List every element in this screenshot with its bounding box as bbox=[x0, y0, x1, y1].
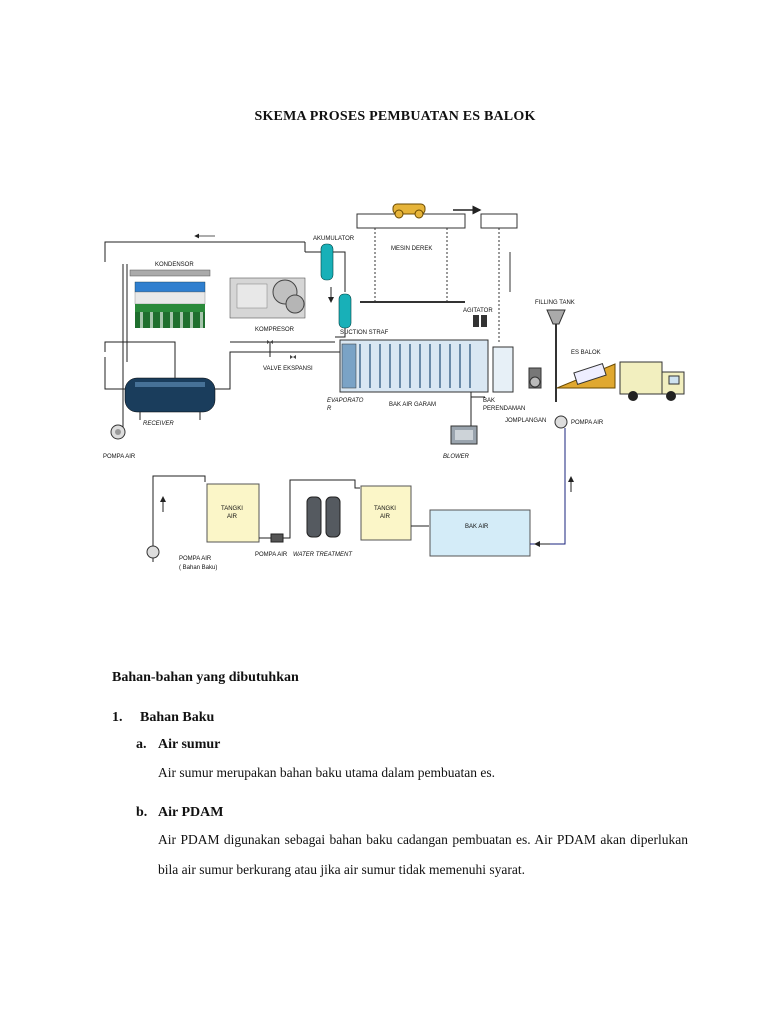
label-tangki-air-1b: AIR bbox=[227, 514, 238, 520]
label-pompa-air-mid: POMPA AIR bbox=[255, 552, 288, 558]
kondensor-unit: KONDENSOR bbox=[129, 262, 211, 328]
sub-item-1a: a. Air sumur bbox=[136, 737, 220, 753]
paragraph-air-sumur: Air sumur merupakan bahan baku utama dal… bbox=[158, 765, 496, 780]
label-filling-tank: FILLING TANK bbox=[535, 300, 575, 306]
sub-label-air-pdam: Air PDAM bbox=[158, 805, 224, 820]
tangki-air-2: TANGKI AIR bbox=[360, 485, 412, 541]
list-number-1: 1. bbox=[112, 710, 123, 725]
page-title: SKEMA PROSES PEMBUATAN ES BALOK bbox=[254, 109, 536, 124]
bak-air: BAK AIR bbox=[429, 509, 531, 557]
label-blower: BLOWER bbox=[443, 454, 470, 460]
label-pompa-air-left: POMPA AIR bbox=[103, 454, 136, 460]
list-label-bahan-baku: Bahan Baku bbox=[140, 710, 215, 725]
water-treatment-unit: WATER TREATMENT bbox=[293, 496, 353, 558]
sub-item-1b: b. Air PDAM bbox=[136, 805, 223, 821]
pompa-air-right: POMPA AIR bbox=[554, 415, 604, 429]
akumulator-tank: AKUMULATOR bbox=[313, 236, 355, 281]
label-jomplangan: JOMPLANGAN bbox=[505, 418, 546, 424]
label-bak-perendaman-1: BAK bbox=[483, 398, 495, 404]
receiver-tank: RECEIVER bbox=[124, 377, 216, 427]
paragraph-air-pdam: Air PDAM digunakan sebagai bahan baku ca… bbox=[158, 832, 688, 877]
label-water-treatment: WATER TREATMENT bbox=[293, 552, 353, 558]
label-bak-air-garam: BAK AIR GARAM bbox=[389, 402, 436, 408]
label-bak-perendaman-2: PERENDAMAN bbox=[483, 406, 525, 412]
label-tangki-air-1a: TANGKI bbox=[221, 506, 243, 512]
label-agitator: AGITATOR bbox=[463, 308, 493, 314]
pompa-air-bahan-baku: POMPA AIR ( Bahan Baku) bbox=[146, 545, 217, 571]
label-bak-air: BAK AIR bbox=[465, 524, 489, 530]
filling-tank: FILLING TANK bbox=[535, 300, 575, 402]
process-schematic: KONDENSOR RECEIVER POMPA AIR KOMPR bbox=[103, 203, 685, 571]
pipe-top-loop bbox=[104, 241, 250, 262]
jomplangan: JOMPLANGAN bbox=[505, 367, 546, 424]
process-diagram: KONDENSOR RECEIVER POMPA AIR KOMPR bbox=[95, 192, 695, 582]
pompa-air-left: POMPA AIR bbox=[103, 424, 136, 460]
label-akumulator: AKUMULATOR bbox=[313, 236, 355, 242]
label-kondensor: KONDENSOR bbox=[155, 262, 194, 268]
suction-straf-tank: SUCTION STRAF bbox=[338, 293, 389, 336]
label-bahan-baku-note: ( Bahan Baku) bbox=[179, 565, 217, 571]
mesin-derek: MESIN DEREK bbox=[356, 203, 466, 303]
es-balok-ramp: ES BALOK bbox=[556, 350, 616, 389]
label-tangki-air-2a: TANGKI bbox=[374, 506, 396, 512]
truck bbox=[619, 361, 685, 401]
agitator: AGITATOR bbox=[463, 308, 493, 327]
label-evaporator-1: EVAPORATO bbox=[327, 398, 364, 404]
bak-perendaman: BAK PERENDAMAN bbox=[483, 346, 525, 412]
sub-letter-b: b. bbox=[136, 805, 148, 820]
section-heading: Bahan-bahan yang dibutuhkan bbox=[112, 670, 299, 685]
label-valve-ekspansi: VALVE EKSPANSI bbox=[263, 366, 313, 372]
bak-air-garam: BAK AIR GARAM EVAPORATO R bbox=[327, 339, 489, 412]
label-es-balok: ES BALOK bbox=[571, 350, 601, 356]
label-pompa-air-right: POMPA AIR bbox=[571, 420, 604, 426]
blower: BLOWER bbox=[443, 425, 478, 460]
kompresor-unit: KOMPRESOR bbox=[229, 277, 306, 333]
sub-label-air-sumur: Air sumur bbox=[158, 737, 221, 752]
label-pompa-air-bahan-baku: POMPA AIR bbox=[179, 556, 212, 562]
label-mesin-derek: MESIN DEREK bbox=[391, 246, 432, 252]
label-tangki-air-2b: AIR bbox=[380, 514, 391, 520]
sub-letter-a: a. bbox=[136, 737, 147, 752]
label-suction-straf: SUCTION STRAF bbox=[340, 330, 389, 336]
label-receiver: RECEIVER bbox=[143, 421, 174, 427]
label-evaporator-2: R bbox=[327, 406, 332, 412]
list-item-1: 1. Bahan Baku bbox=[112, 710, 214, 726]
tangki-air-1: TANGKI AIR bbox=[206, 483, 260, 543]
label-kompresor: KOMPRESOR bbox=[255, 327, 295, 333]
